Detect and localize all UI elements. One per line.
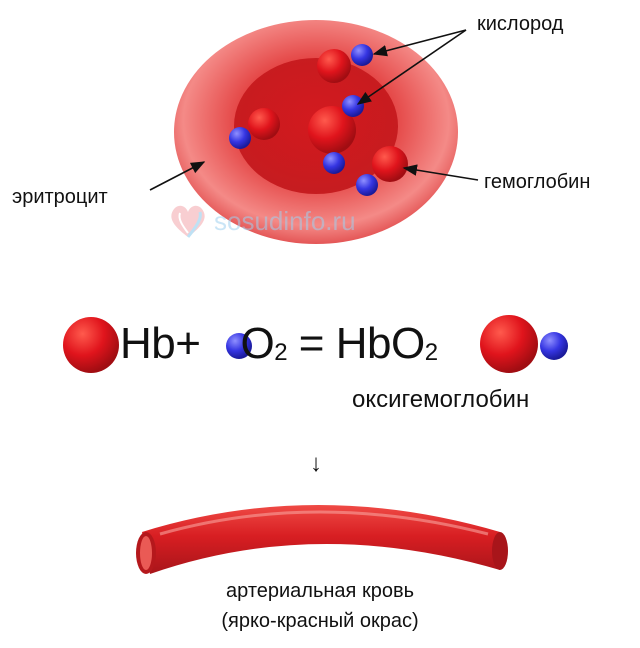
watermark: sosudinfo.ru: [168, 203, 356, 239]
watermark-text: sosudinfo.ru: [214, 205, 356, 236]
oxygen-molecule: [540, 332, 568, 360]
molecules-in-cell: [229, 44, 408, 196]
label-erythrocyte: эритроцит: [12, 186, 108, 208]
label-hemoglobin: гемоглобин: [484, 171, 591, 193]
eq-hbo-sub: 2: [424, 339, 438, 366]
hemoglobin-molecule: [308, 106, 356, 154]
label-oxygen: кислород: [477, 13, 564, 35]
oxygen-arrow: [356, 29, 467, 105]
hemoglobin-molecule: [372, 146, 408, 182]
oxygen-arrow: [372, 29, 467, 57]
erythrocyte-arrow: [149, 161, 206, 191]
down-arrow-icon: ↓: [310, 450, 322, 477]
leader-arrows: [149, 29, 479, 191]
caption-arterial-blood: артериальная кровь: [226, 580, 414, 602]
label-oxyhemoglobin: оксигемоглобин: [352, 386, 530, 413]
eq-o: O: [240, 319, 275, 368]
oxygen-molecule: [323, 152, 345, 174]
eq-plus: +: [175, 319, 201, 368]
oxygen-molecule: [229, 127, 251, 149]
hemoglobin-arrow: [402, 164, 479, 181]
blood-vessel: [136, 505, 508, 574]
hemoglobin-molecule: [248, 108, 280, 140]
eq-hbo: HbO: [335, 319, 425, 368]
caption-color-note: (ярко-красный окрас): [221, 610, 419, 632]
eq-hb: Hb: [120, 319, 176, 368]
equation: Hb+O2 = HbO2: [120, 322, 438, 366]
hemoglobin-molecule: [63, 317, 119, 373]
oxygen-molecule: [356, 174, 378, 196]
oxygen-molecule: [351, 44, 373, 66]
hemoglobin-molecule: [480, 315, 538, 373]
hemoglobin-molecule: [317, 49, 351, 83]
equation-molecules: [63, 315, 568, 373]
oxygen-molecule: [226, 333, 252, 359]
eq-equals: =: [298, 319, 325, 368]
eq-o-sub: 2: [274, 339, 288, 366]
oxygen-molecule: [342, 95, 364, 117]
watermark-logo-icon: [171, 205, 205, 238]
